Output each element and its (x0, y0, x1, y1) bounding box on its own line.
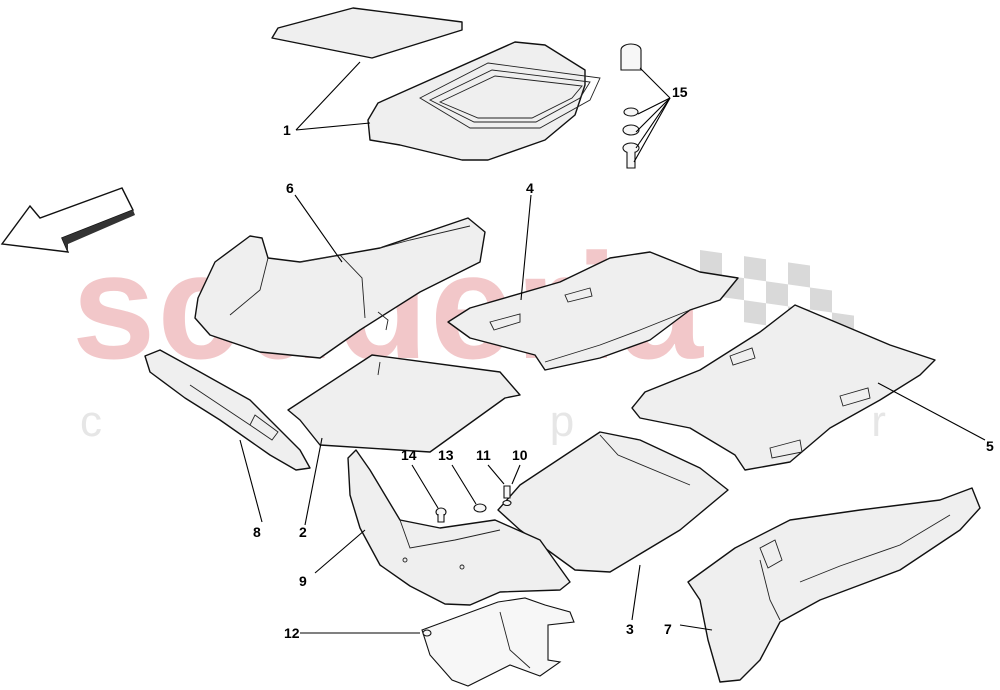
callout-14: 14 (401, 447, 417, 463)
part-2-front-mat (287, 354, 521, 453)
hardware-fasteners (435, 485, 512, 523)
callout-2: 2 (299, 524, 307, 540)
callout-12: 12 (284, 625, 300, 641)
part-4-floor-carpet (447, 251, 739, 371)
callout-10: 10 (512, 447, 528, 463)
part-8-sill-trim (144, 349, 311, 471)
callout-7: 7 (664, 621, 672, 637)
part-15-clips (620, 43, 642, 169)
callout-labels: 1 2 3 4 5 6 7 8 9 10 11 12 13 14 15 (253, 84, 994, 641)
part-1-floor-mats (271, 7, 601, 161)
callout-13: 13 (438, 447, 454, 463)
part-6-tunnel-carpet (194, 217, 486, 359)
callout-11: 11 (476, 447, 491, 463)
part-3-passenger-mat (497, 431, 729, 573)
callout-15: 15 (672, 84, 688, 100)
callout-1: 1 (283, 122, 291, 138)
callout-6: 6 (286, 180, 294, 196)
part-7-side-trim (687, 487, 981, 683)
leader-lines (239, 61, 986, 634)
part-5-rear-carpet (631, 304, 936, 471)
callout-9: 9 (299, 573, 307, 589)
callout-8: 8 (253, 524, 261, 540)
part-12-bracket (421, 597, 575, 687)
callout-4: 4 (526, 180, 534, 196)
callout-3: 3 (626, 621, 634, 637)
part-9-footrest-panel (347, 449, 571, 606)
callout-5: 5 (986, 438, 994, 454)
direction-arrow-icon (0, 187, 135, 253)
